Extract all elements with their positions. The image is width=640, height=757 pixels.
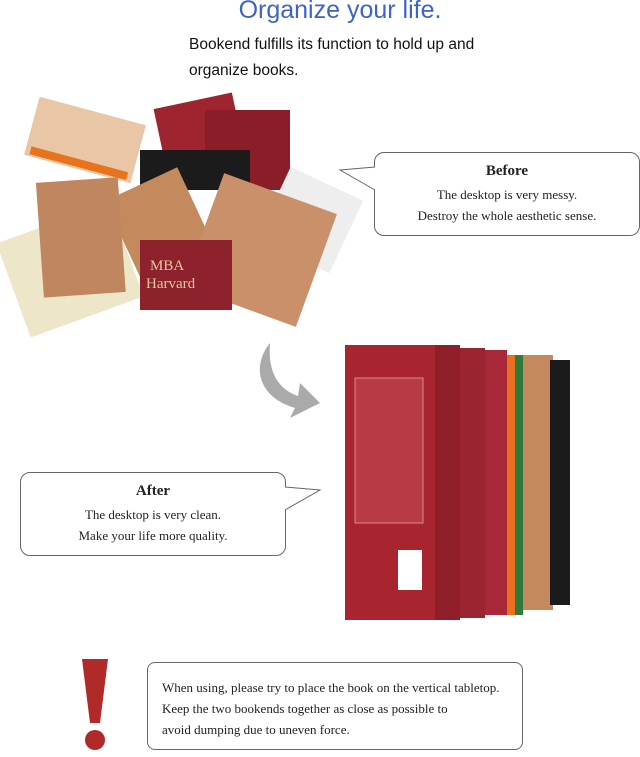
callout-pointer <box>284 486 322 511</box>
before-line: Destroy the whole aesthetic sense. <box>417 208 597 223</box>
before-callout: Before The desktop is very messy. Destro… <box>374 152 640 236</box>
organized-books-image <box>345 345 570 620</box>
before-line: The desktop is very messy. <box>436 187 578 202</box>
note-line: avoid dumping due to uneven force. <box>162 722 350 737</box>
book-cover-text: Harvard <box>146 276 196 292</box>
after-line: The desktop is very clean. <box>84 507 222 522</box>
after-callout: After The desktop is very clean. Make yo… <box>20 472 286 556</box>
before-heading: Before <box>485 163 529 179</box>
mba-book: MBA Harvard <box>140 240 232 310</box>
curved-arrow-icon <box>259 343 320 418</box>
after-line: Make your life more quality. <box>78 528 228 543</box>
usage-note: When using, please try to place the book… <box>147 662 523 750</box>
page-subtitle: Bookend fulfills its function to hold up… <box>189 36 475 79</box>
page-title: Organize your life. <box>238 0 442 24</box>
messy-books-image: MBA Harvard <box>0 92 364 338</box>
after-heading: After <box>135 483 171 499</box>
callout-pointer <box>338 166 376 191</box>
book-cover-text: MBA <box>150 258 184 274</box>
exclamation-icon <box>82 659 108 750</box>
note-line: When using, please try to place the book… <box>162 680 500 695</box>
note-line: Keep the two bookends together as close … <box>162 701 448 716</box>
